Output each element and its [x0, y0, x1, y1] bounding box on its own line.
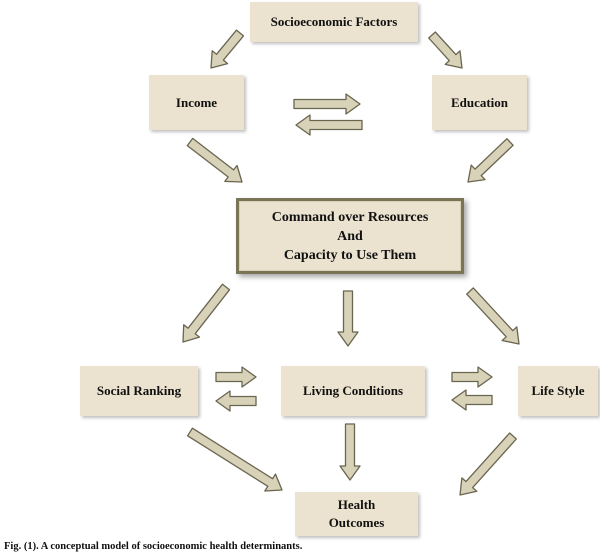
arrow-income-to-education: [293, 93, 361, 115]
arrow-shape: [293, 93, 361, 115]
node-label: Education: [450, 94, 509, 110]
arrow-shape: [186, 137, 243, 183]
arrow-shape: [186, 427, 283, 492]
node-label-line-2: And: [337, 228, 363, 244]
node-label-line-1: Health: [337, 497, 376, 512]
arrow-life-style-to-health-outcomes: [459, 432, 517, 496]
node-label-line-2: Outcomes: [328, 515, 385, 530]
node-label: Living Conditions: [302, 383, 404, 398]
arrow-social-ranking-to-health-outcomes: [186, 427, 283, 492]
arrow-shape: [337, 290, 359, 347]
node-label-line-3: Capacity to Use Them: [283, 247, 417, 263]
arrow-shape: [451, 389, 493, 411]
arrow-shape: [466, 287, 520, 345]
node-label-line-1: Command over Resources: [271, 209, 429, 225]
node-socioeconomic-factors: Socioeconomic Factors: [250, 2, 418, 42]
arrow-shape: [451, 366, 493, 388]
arrow-life-style-to-living-conditions: [451, 389, 493, 411]
arrow-socioeconomic-to-education: [428, 31, 463, 69]
arrow-shape: [339, 423, 361, 481]
arrow-shape: [428, 31, 463, 69]
arrow-living-conditions-to-life-style: [451, 366, 493, 388]
arrow-shape: [459, 432, 517, 496]
arrow-command-to-life-style: [466, 287, 520, 345]
arrow-income-to-command: [186, 137, 243, 183]
node-education: Education: [432, 75, 527, 130]
arrow-social-ranking-to-living-conditions: [215, 366, 257, 388]
node-health-outcomes: Health Outcomes: [295, 492, 418, 536]
node-label: Life Style: [531, 383, 585, 398]
arrow-command-to-social-ranking: [182, 283, 231, 343]
arrow-education-to-income: [295, 114, 363, 136]
arrow-shape: [215, 366, 257, 388]
node-label: Income: [175, 94, 218, 110]
node-social-ranking: Social Ranking: [80, 366, 198, 416]
arrow-shape: [210, 29, 245, 69]
arrow-command-to-living-conditions: [337, 290, 359, 347]
arrow-socioeconomic-to-income: [210, 29, 245, 69]
node-living-conditions: Living Conditions: [281, 366, 425, 416]
node-command-over-resources: Command over Resources And Capacity to U…: [236, 198, 464, 274]
arrow-living-conditions-to-health-outcomes: [339, 423, 361, 481]
arrow-education-to-command: [467, 138, 514, 183]
arrow-shape: [215, 390, 257, 412]
arrow-shape: [295, 114, 363, 136]
node-income: Income: [149, 75, 244, 130]
arrow-shape: [182, 283, 231, 343]
node-label: Social Ranking: [96, 383, 182, 398]
arrow-living-conditions-to-social-ranking: [215, 390, 257, 412]
node-life-style: Life Style: [518, 366, 598, 416]
node-label: Socioeconomic Factors: [270, 14, 398, 29]
arrow-shape: [467, 138, 514, 183]
figure-caption: Fig. (1). A conceptual model of socioeco…: [4, 541, 303, 552]
